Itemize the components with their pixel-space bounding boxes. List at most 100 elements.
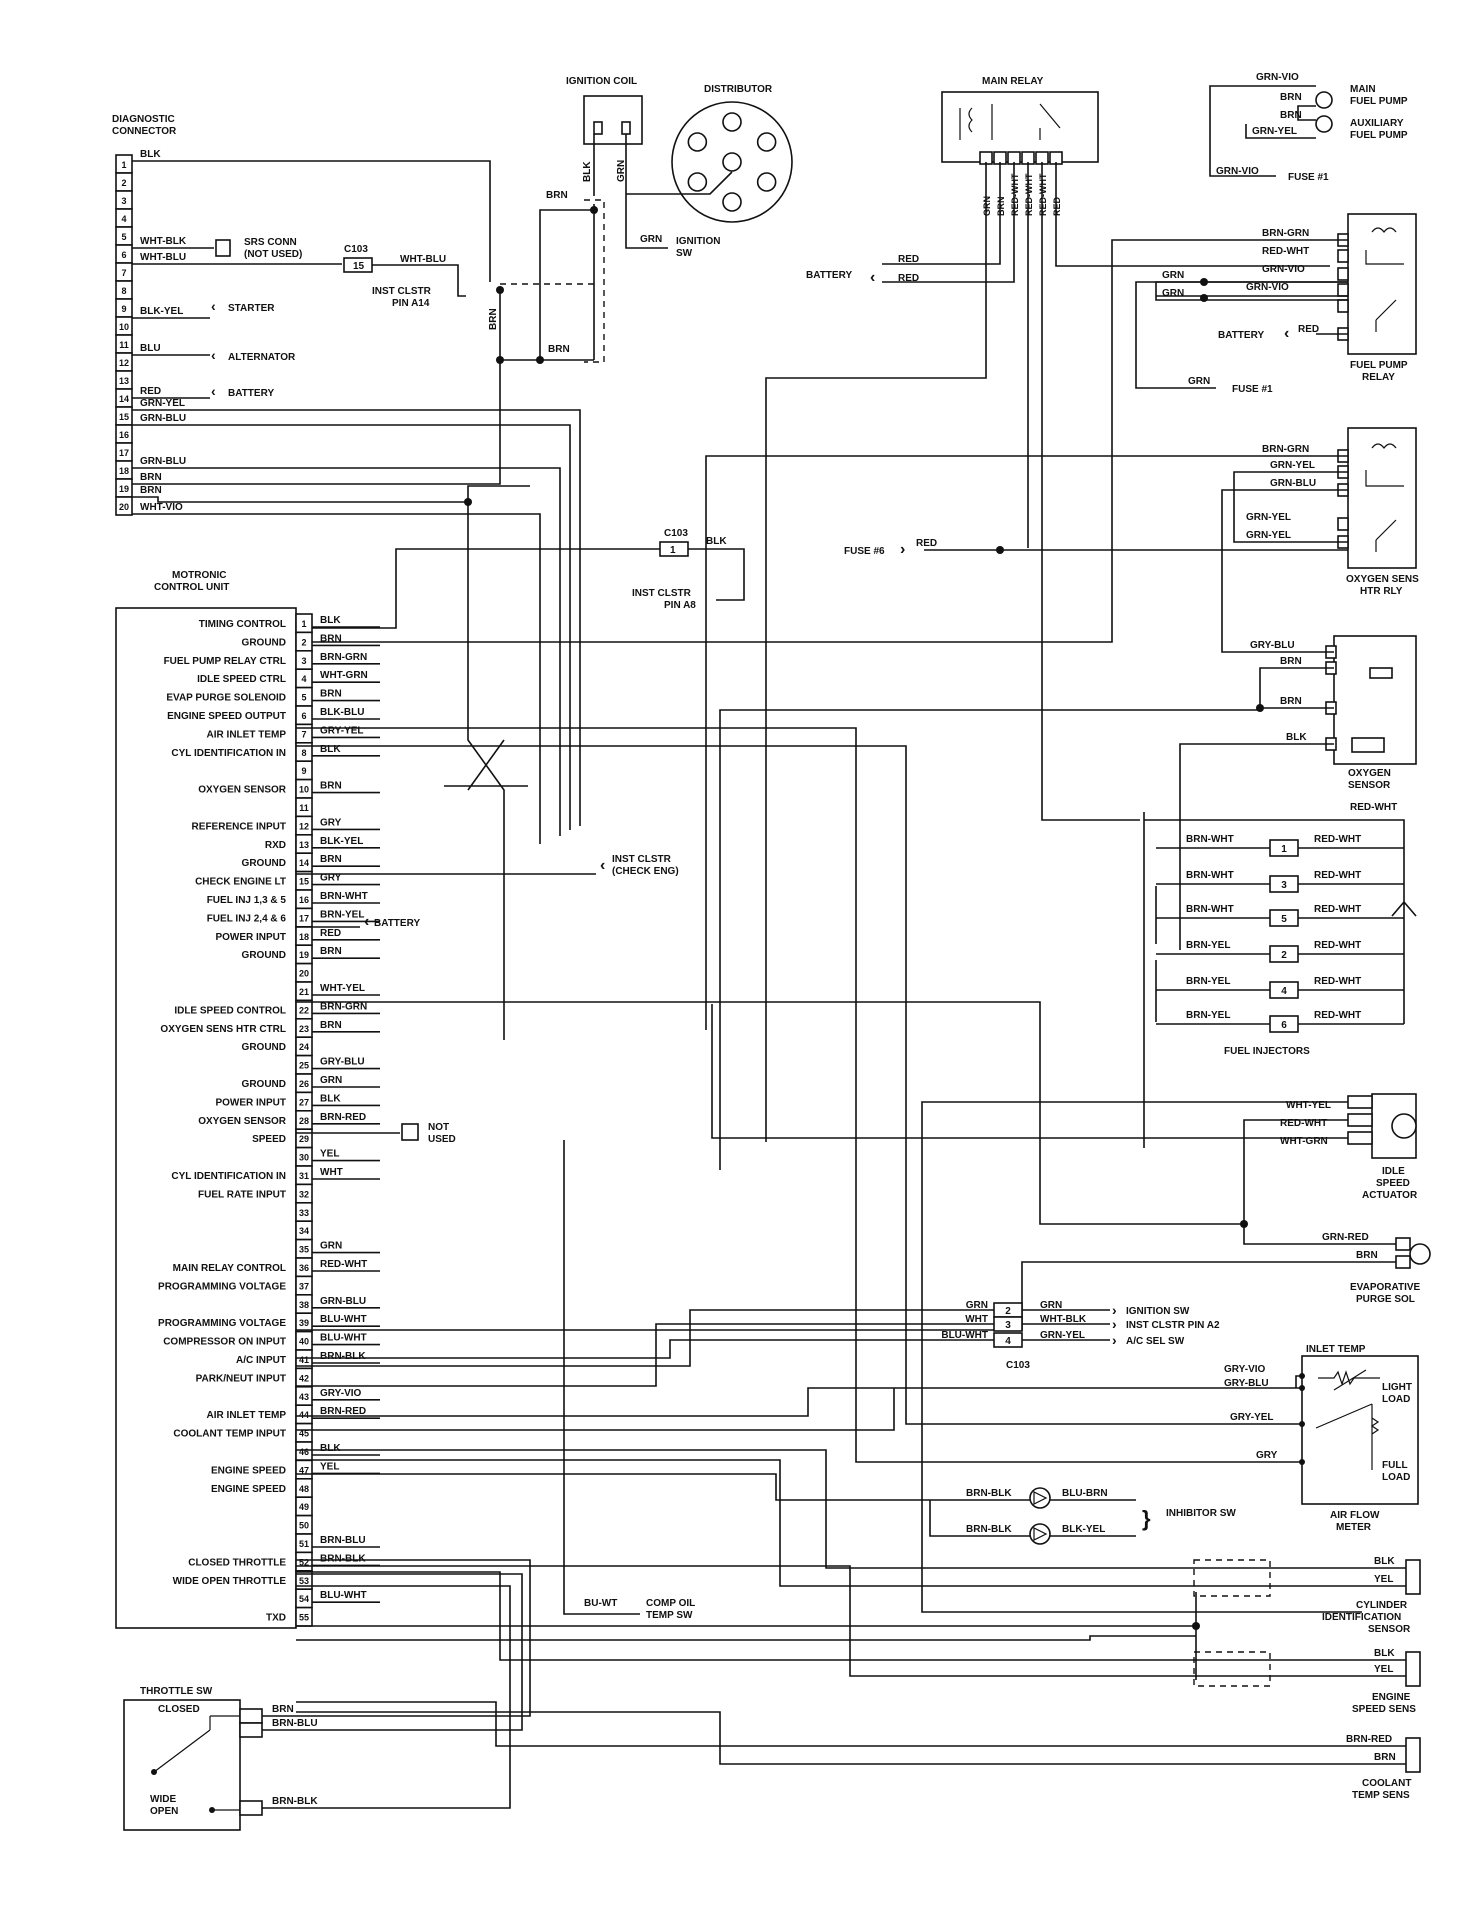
injector-left-wire: BRN-YEL <box>1186 940 1230 951</box>
ecu-pin-name: FUEL RATE INPUT <box>198 1189 286 1200</box>
inhibitor-wire-label: BLU-BRN <box>1062 1488 1108 1499</box>
main-relay-wire-label: RED <box>1052 196 1062 216</box>
wire-cyl-speed <box>296 1449 1406 1677</box>
arrow-main-batt: ‹ <box>870 269 875 286</box>
ecu-pin-number: 31 <box>299 1171 309 1181</box>
ecu-pin-name: IDLE SPEED CTRL <box>197 674 286 685</box>
inhibitor-wire-label: BRN-BLK <box>966 1488 1012 1499</box>
pump-fuse: FUSE #1 <box>1288 172 1329 183</box>
fp-relay-batt: BATTERY <box>1218 330 1264 341</box>
evap-sol-icon <box>1409 1243 1431 1265</box>
injector-right-wire: RED-WHT <box>1314 1010 1361 1021</box>
afm-wire-label: GRY-BLU <box>1224 1378 1269 1389</box>
ecu-wire-label: WHT-YEL <box>320 983 365 994</box>
isa-pin <box>1347 1131 1373 1145</box>
o2-relay-label-2: HTR RLY <box>1360 586 1403 597</box>
injector-number: 4 <box>1281 986 1287 997</box>
ign-coil-term-2 <box>621 121 631 135</box>
ecu-pin-number: 19 <box>299 950 309 960</box>
distributor-label: DISTRIBUTOR <box>704 84 773 95</box>
sensor-wire-label: BRN <box>1374 1752 1396 1763</box>
throttle-internals <box>153 1715 240 1811</box>
diag-pin-number: 20 <box>119 502 129 512</box>
c103-mid-label: C103 <box>664 528 688 539</box>
main-relay-wire-label: RED-WHT <box>1010 173 1020 216</box>
injector-left-wire: BRN-WHT <box>1186 904 1234 915</box>
ign-sw-wire: GRN <box>640 234 662 245</box>
ecu-pin-number: 26 <box>299 1079 309 1089</box>
fp-relay-wire-label: GRN <box>1162 288 1184 299</box>
c103-top-label: C103 <box>344 244 368 255</box>
injector-box <box>1269 1015 1299 1033</box>
wire-o2r-grn-yel <box>1233 471 1348 543</box>
c103-mid: C103 1 BLK INST CLSTR PIN A8 <box>632 528 727 611</box>
ign-brn-bottom: BRN <box>548 344 570 355</box>
wire-diag-brn <box>132 360 501 485</box>
main-relay-internals <box>959 103 1061 140</box>
c103-bottom-dest: INST CLSTR PIN A2 <box>1126 1320 1220 1331</box>
ecu-wire-label: BRN-RED <box>320 1406 366 1417</box>
fp-relay-wire-label: GRN-VIO <box>1262 264 1305 275</box>
c103-bottom-dest: IGNITION SW <box>1126 1306 1190 1317</box>
throttle-pin <box>239 1722 263 1738</box>
o2-sensor-wire-label: BLK <box>1286 732 1307 743</box>
ecu-wire-label: BRN-GRN <box>320 1001 367 1012</box>
main-pump-icon <box>1315 91 1333 109</box>
main-relay-wire-label: RED-WHT <box>1038 173 1048 216</box>
ecu-wire-label: BLK <box>320 744 341 755</box>
evap-label-2: PURGE SOL <box>1356 1294 1415 1305</box>
c103-bottom-arrow: › <box>1112 1302 1117 1318</box>
pump-wire-4: GRN-YEL <box>1252 126 1297 137</box>
ecu-pin-name: FUEL INJ 2,4 & 6 <box>207 913 287 924</box>
o2-relay-internals <box>1365 443 1404 552</box>
wire-main-red-wht <box>882 162 1015 283</box>
not-used-2: USED <box>428 1134 456 1145</box>
ecu-wire-label: YEL <box>320 1461 339 1472</box>
ecu-wire-label: BLU-WHT <box>320 1314 367 1325</box>
c103-mid-pin: 1 <box>670 545 676 556</box>
cyl-id-2: IDENTIFICATION <box>1322 1612 1401 1623</box>
cyl-id-connector <box>1405 1559 1421 1595</box>
wire-coil-blk <box>539 134 595 360</box>
arrow-fuse6: › <box>900 541 905 558</box>
wire-diag-blk <box>132 160 491 282</box>
ecu-pin-name: CYL IDENTIFICATION IN <box>171 1171 286 1182</box>
fp-relay-batt-wire: RED <box>1298 324 1319 335</box>
distributor-post <box>756 132 777 152</box>
c103-bottom-left: WHT <box>965 1314 988 1325</box>
diag-wire-label: BRN <box>140 485 162 496</box>
wire-c103-bottom <box>296 1309 994 1387</box>
splice-o2-brn <box>1256 704 1264 712</box>
ecu-wire-stubs: BLKBRNBRN-GRNWHT-GRNBRNBLK-BLUGRY-YELBLK… <box>312 615 380 1603</box>
isa-wire-label: WHT-YEL <box>1286 1100 1331 1111</box>
diag-wire-label: BLK <box>140 149 161 160</box>
diag-wire-label: BRN <box>140 472 162 483</box>
ecu-wire-label: BLU-WHT <box>320 1590 367 1601</box>
ecu-pin-number: 10 <box>299 785 309 795</box>
ecu-wire-label: BLK <box>320 1093 341 1104</box>
ecu-wire-label: BRN-RED <box>320 1112 366 1123</box>
main-relay-wire-label: GRN <box>982 196 992 216</box>
diag-pin-number: 6 <box>121 250 126 260</box>
ecu-pin-number: 13 <box>299 840 309 850</box>
main-relay-batt-wire-1: RED <box>898 254 919 265</box>
ecu-pin-name: WIDE OPEN THROTTLE <box>173 1576 287 1587</box>
cyl-id-3: SENSOR <box>1368 1624 1411 1635</box>
c103-bottom-left: GRN <box>966 1300 988 1311</box>
inhibitor-label: INHIBITOR SW <box>1166 1508 1236 1519</box>
ecu-pin-name: IDLE SPEED CONTROL <box>174 1005 286 1016</box>
sensor-wire-label: BRN-RED <box>1346 1734 1392 1745</box>
ecu-pin-number: 40 <box>299 1337 309 1347</box>
main-relay-label: MAIN RELAY <box>982 76 1044 87</box>
check-eng-2: (CHECK ENG) <box>612 866 679 877</box>
ecu-title-1: MOTRONIC <box>172 570 226 581</box>
diag-pin-number: 5 <box>121 232 126 242</box>
diag-pin-box <box>115 496 133 516</box>
